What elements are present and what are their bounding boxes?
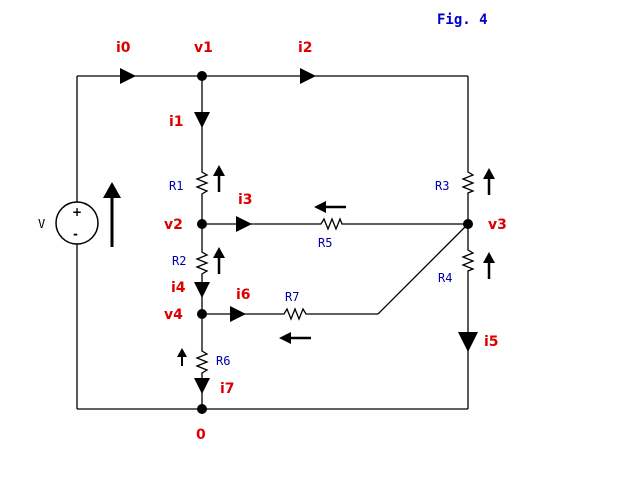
node-dot-v4 (197, 309, 207, 319)
source-plus-sign: + (72, 205, 82, 219)
arrow-up-source (103, 182, 121, 247)
source-label: V (38, 217, 45, 231)
arrowhead-i4 (194, 282, 210, 298)
resistor-r6 (195, 348, 209, 374)
arrow-up-r2 (213, 247, 225, 274)
resistor-label-r5: R5 (318, 236, 332, 250)
source-minus-sign: - (73, 227, 78, 241)
current-labels: i0 i2 i1 i3 i4 i6 i7 i5 (116, 40, 499, 397)
current-label-i3: i3 (238, 192, 253, 208)
current-label-i6: i6 (236, 287, 251, 303)
node-label-ground: 0 (196, 427, 206, 443)
resistor-label-r4: R4 (438, 271, 452, 285)
current-label-i4: i4 (171, 280, 186, 296)
resistors (195, 168, 475, 374)
node-label-v1: v1 (194, 40, 213, 56)
resistor-label-r2: R2 (172, 254, 186, 268)
figure-title: Fig. 4 (437, 12, 488, 28)
arrow-up-r1 (213, 165, 225, 192)
resistor-r2 (195, 248, 209, 276)
current-arrowheads (120, 68, 478, 394)
node-label-v4: v4 (164, 307, 183, 323)
voltage-source: + - V (38, 201, 99, 245)
resistor-r5 (318, 217, 344, 231)
arrowhead-i5 (458, 332, 478, 352)
node-labels: v1 v2 v3 v4 0 (164, 40, 507, 443)
current-label-i2: i2 (298, 40, 313, 56)
current-label-i7: i7 (220, 381, 235, 397)
arrow-left-r7 (279, 332, 311, 344)
arrowhead-i3 (236, 216, 252, 232)
wires (76, 75, 469, 410)
resistor-label-r7: R7 (285, 290, 299, 304)
arrow-left-r5 (314, 201, 346, 213)
arrow-up-r4 (483, 252, 495, 279)
arrowhead-i2 (300, 68, 316, 84)
source-circle (55, 201, 99, 245)
resistor-r7 (281, 307, 308, 321)
wire-diagonal (377, 223, 469, 315)
current-label-i1: i1 (169, 114, 184, 130)
junction-dots (197, 71, 473, 414)
resistor-r3 (461, 170, 475, 194)
reference-arrows (103, 165, 495, 366)
node-label-v3: v3 (488, 217, 507, 233)
node-dot-ground (197, 404, 207, 414)
arrowhead-i0 (120, 68, 136, 84)
node-label-v2: v2 (164, 217, 183, 233)
resistor-r1 (195, 168, 209, 196)
node-dot-v2 (197, 219, 207, 229)
node-dot-v1 (197, 71, 207, 81)
resistor-label-r3: R3 (435, 179, 449, 193)
resistor-label-r6: R6 (216, 354, 230, 368)
resistor-labels: R1 R2 R3 R4 R5 R7 R6 (169, 179, 452, 368)
resistor-label-r1: R1 (169, 179, 183, 193)
arrow-up-r3 (483, 168, 495, 195)
current-label-i5: i5 (484, 334, 499, 350)
node-dot-v3 (463, 219, 473, 229)
arrowhead-i6 (230, 306, 246, 322)
current-label-i0: i0 (116, 40, 131, 56)
arrow-up-r6 (177, 348, 187, 366)
arrowhead-i7 (194, 378, 210, 394)
arrowhead-i1 (194, 112, 210, 128)
resistor-r4 (461, 248, 475, 272)
